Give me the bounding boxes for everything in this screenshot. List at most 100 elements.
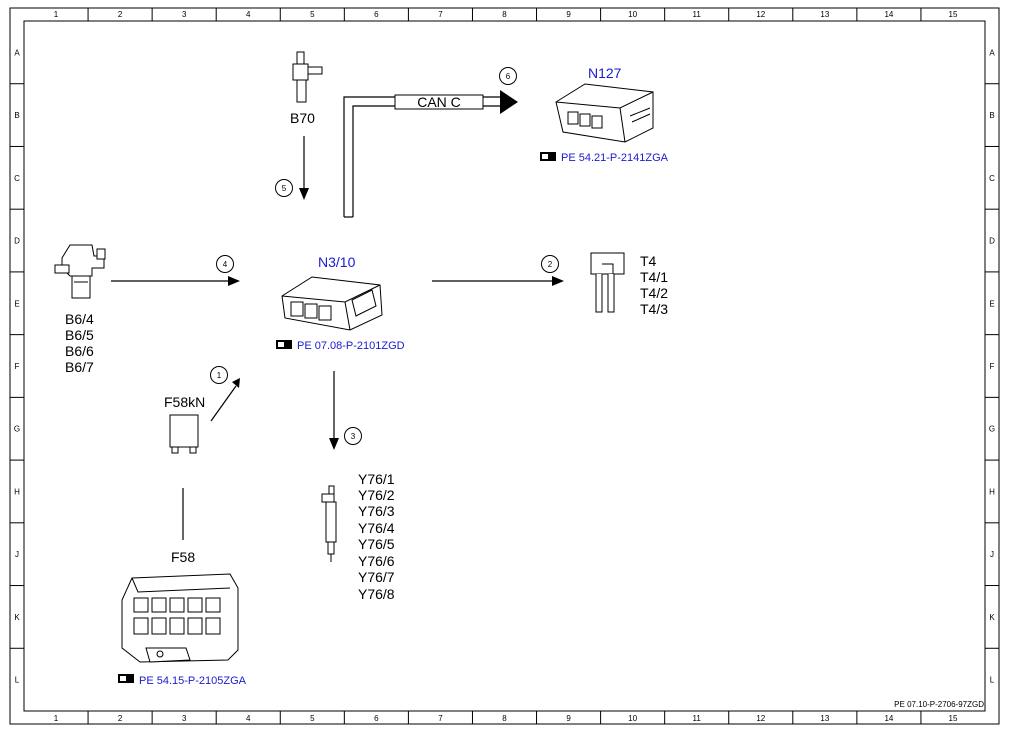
b6-labels: B6/4 B6/5 B6/6 B6/7 [65,311,94,375]
arrow-6-number: 6 [506,72,511,81]
arrow-1-line [210,385,237,422]
pointing-hand-icon [118,674,134,683]
grid-column-label: 8 [502,714,507,723]
grid-column-label: 11 [693,714,702,723]
grid-column-label: 6 [374,714,379,723]
n127-ref: PE 54.21-P-2141ZGA [561,152,669,164]
arrow-1-badge [210,366,228,384]
grid-column-label: 11 [693,10,702,19]
b6-label: B6/5 [65,327,94,343]
grid-row-label: L [990,676,995,685]
grid-column-label: 10 [628,10,637,19]
y76-label: Y76/8 [358,586,395,602]
y76-label: Y76/4 [358,520,395,536]
grid-row-label: D [14,237,20,246]
arrow-2-head [552,276,564,286]
arrow-3-number: 3 [351,432,356,441]
grid-row-label: H [14,487,20,496]
pointing-hand-icon [540,152,556,161]
t4-label: T4/3 [640,301,668,317]
grid-row-label: B [14,111,19,120]
y76-label: Y76/2 [358,487,395,503]
y76-label: Y76/7 [358,569,395,585]
grid-row-label: C [989,174,995,183]
b6-label: B6/7 [65,359,94,375]
arrow-3-badge [344,427,362,445]
n310-label: N3/10 [318,254,356,270]
y76-label: Y76/1 [358,471,395,487]
grid-row-label: F [990,362,995,371]
grid-row-label: K [14,613,20,622]
arrow-4-badge [216,255,234,273]
arrow-5-head [299,188,309,200]
y76-labels: Y76/1 Y76/2 Y76/3 Y76/4 Y76/5 Y76/6 Y76/… [358,471,395,602]
grid-column-label: 1 [54,714,59,723]
n127-module-icon [555,83,654,143]
arrow-2-badge [541,255,559,273]
grid-row-label: G [989,425,995,434]
grid-column-label: 10 [628,714,637,723]
t4-label: T4/1 [640,269,668,285]
grid-column-label: 14 [884,10,893,19]
b6-label: B6/6 [65,343,94,359]
grid-row-label: G [14,425,20,434]
f58-ref: PE 54.15-P-2105ZGA [139,675,247,687]
grid-marks: 1122334455667788991010111112121313141415… [10,8,999,724]
grid-column-label: 5 [310,10,315,19]
arrow-5-number: 5 [282,184,287,193]
grid-column-label: 3 [182,714,187,723]
arrow-4-number: 4 [223,260,228,269]
grid-column-label: 9 [566,714,571,723]
grid-column-label: 13 [820,10,829,19]
n310-ecu-icon [281,276,383,331]
grid-row-label: A [14,48,20,57]
grid-row-label: E [989,299,994,308]
arrow-6-badge [499,67,517,85]
grid-column-label: 7 [438,714,443,723]
t4-label: T4/2 [640,285,668,301]
t4-labels: T4 T4/1 T4/2 T4/3 [640,253,668,317]
grid-column-label: 8 [502,10,507,19]
arrow-5-badge [275,179,293,197]
grid-column-label: 2 [118,10,123,19]
t4-sensor-icon [590,252,625,313]
arrow-4-head [228,276,240,286]
grid-column-label: 13 [820,714,829,723]
grid-column-label: 15 [949,714,958,723]
can-c-label: CAN C [417,94,461,110]
grid-row-label: E [14,299,19,308]
grid-row-label: J [990,550,994,559]
arrow-6-head [500,90,518,114]
grid-column-label: 7 [438,10,443,19]
grid-column-label: 2 [118,714,123,723]
grid-row-label: D [989,237,995,246]
grid-column-label: 12 [756,714,765,723]
grid-column-label: 6 [374,10,379,19]
n127-label: N127 [588,65,622,81]
grid-column-label: 15 [949,10,958,19]
grid-column-label: 9 [566,10,571,19]
grid-column-label: 4 [246,714,251,723]
b6-sensor-icon [54,244,106,299]
n310-ref: PE 07.08-P-2101ZGD [297,340,405,352]
pointing-hand-icon [276,340,292,349]
grid-row-label: B [989,111,994,120]
arrow-1-head [232,378,240,388]
grid-column-label: 4 [246,10,251,19]
arrow-2-number: 2 [548,260,553,269]
t4-label: T4 [640,253,657,269]
outer-frame [9,7,1000,725]
grid-column-label: 3 [182,10,187,19]
grid-column-label: 5 [310,714,315,723]
grid-row-label: A [989,48,995,57]
grid-column-label: 14 [884,714,893,723]
inner-frame [23,20,986,712]
arrow-1-number: 1 [217,371,222,380]
grid-row-label: H [989,487,995,496]
grid-column-label: 1 [54,10,59,19]
grid-row-label: C [14,174,20,183]
b70-sensor-icon [292,51,323,103]
grid-row-label: K [989,613,995,622]
y76-label: Y76/6 [358,553,395,569]
